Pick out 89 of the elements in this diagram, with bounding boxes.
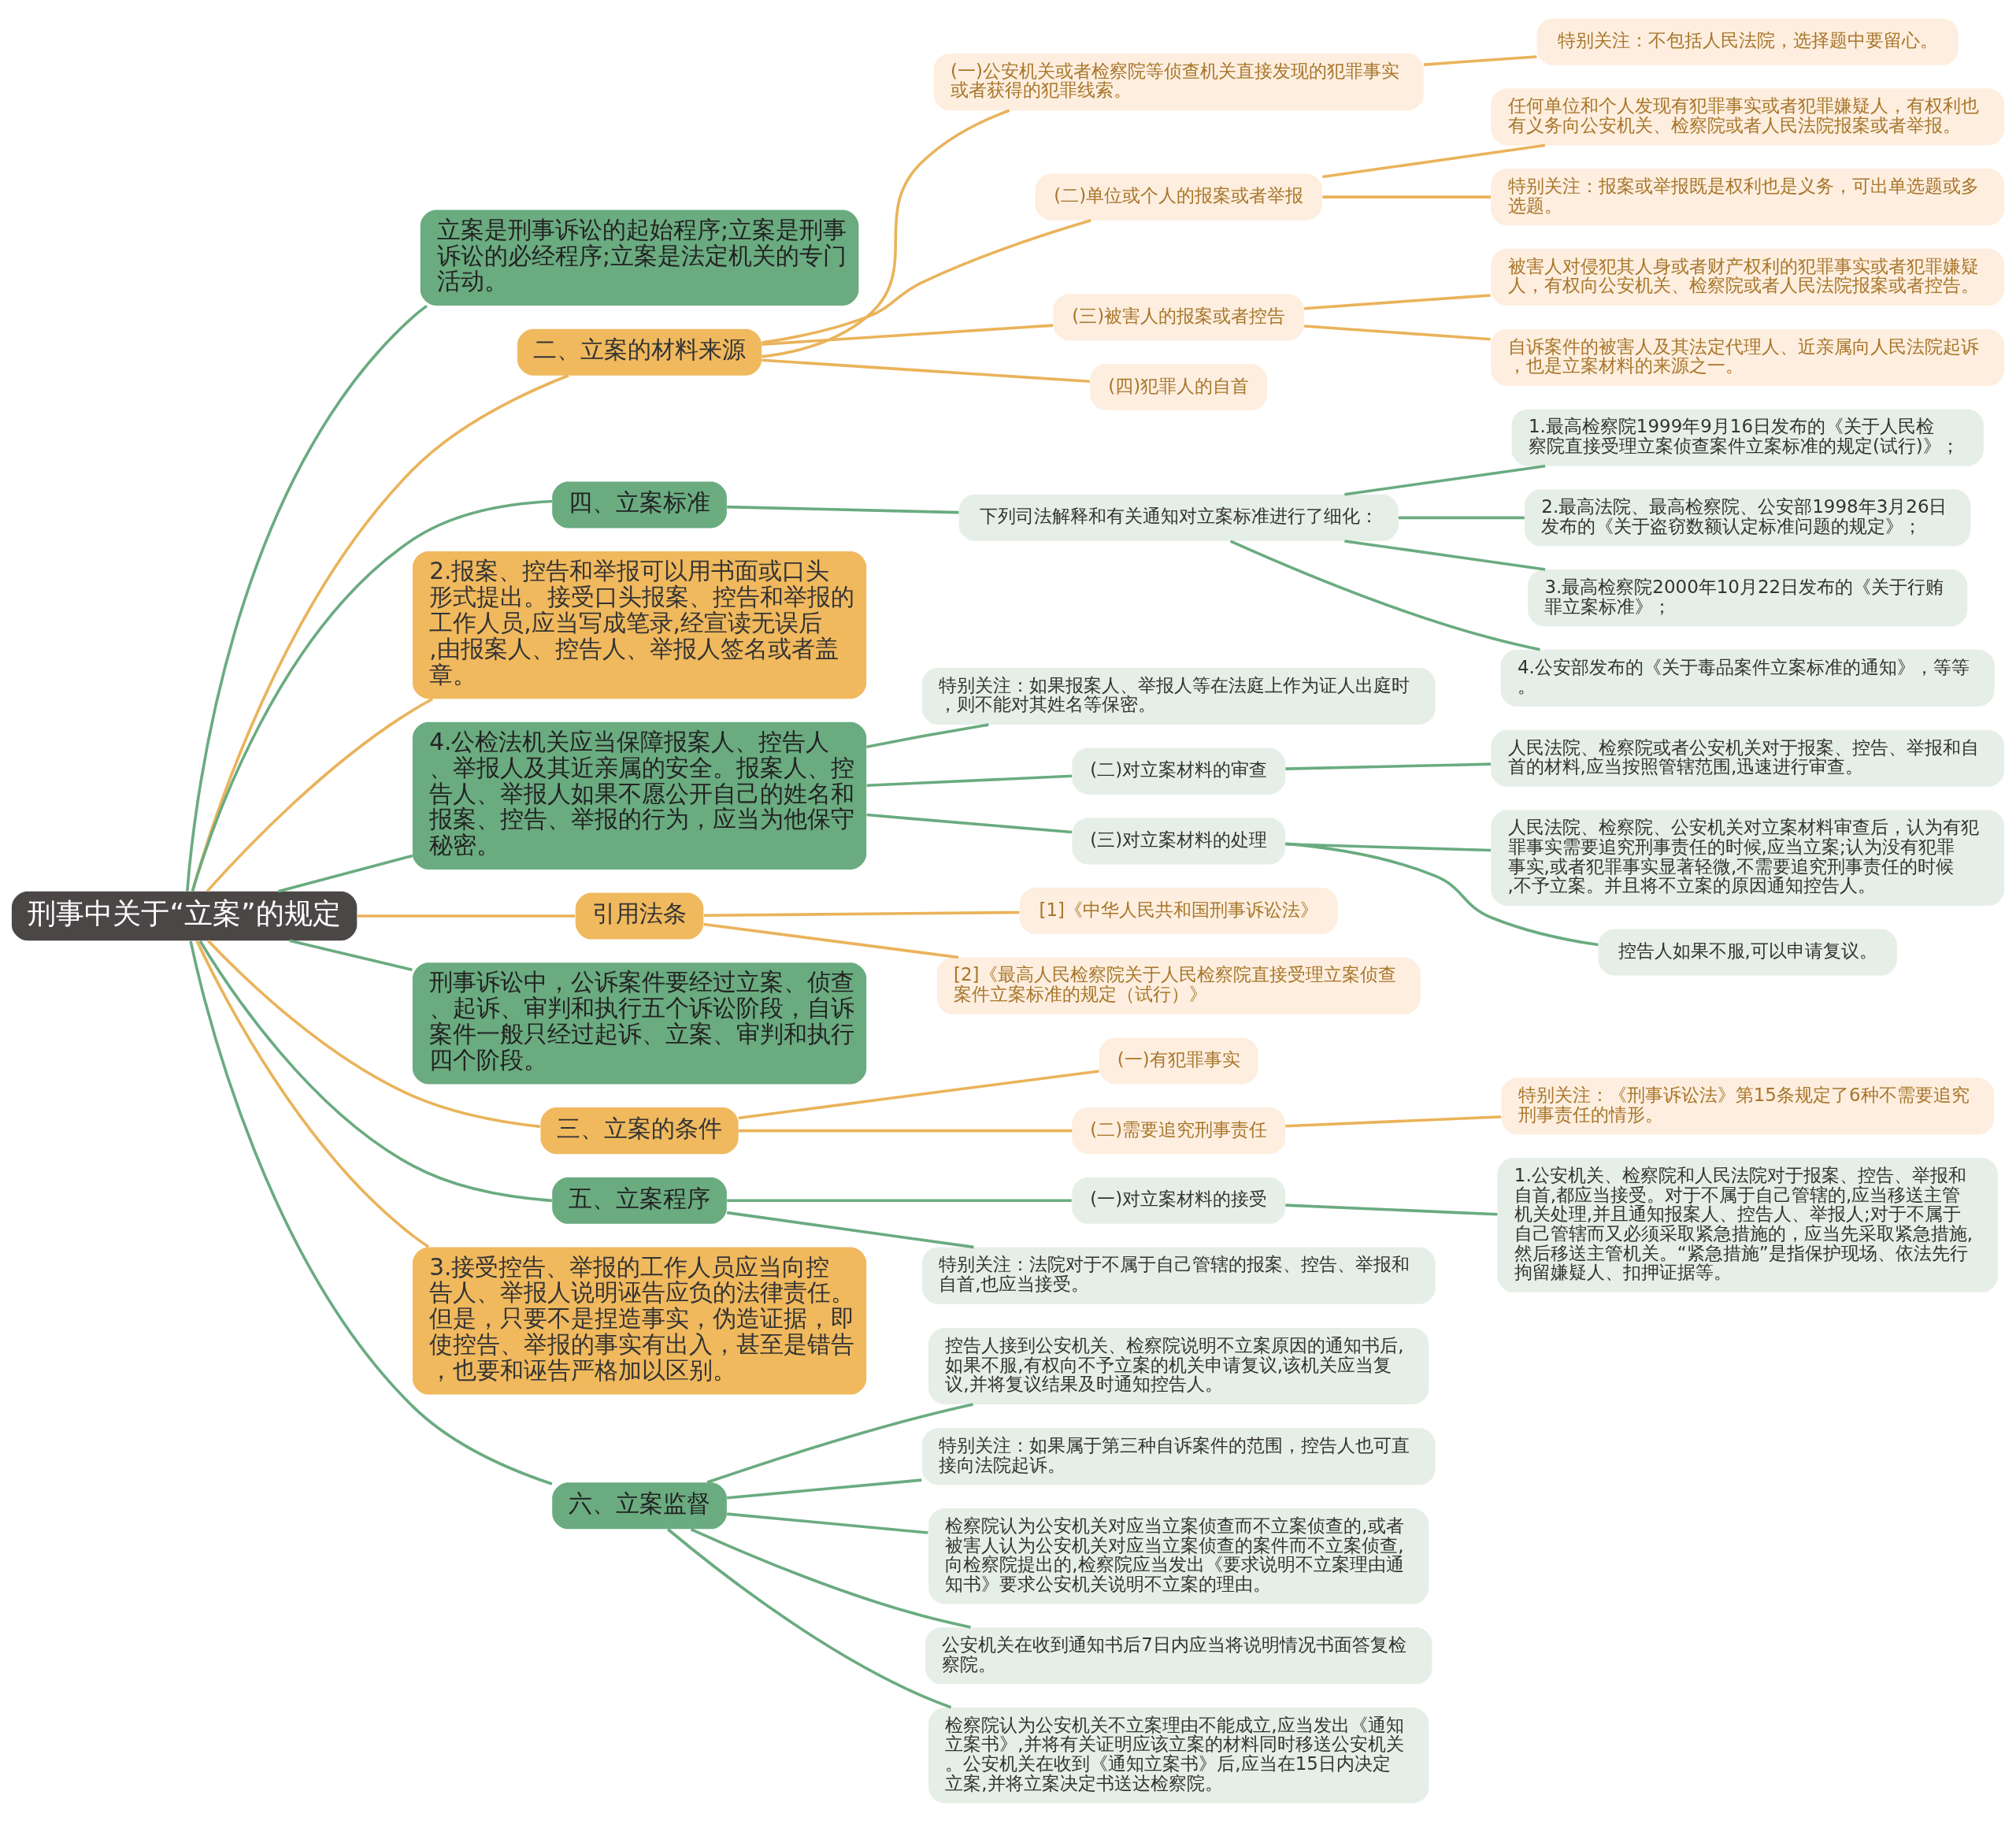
node-box: 人民法院、检察院、公安机关对立案材料审查后，认为有犯罪事实需要追究刑事责任的时候,应当立案;认为没有犯罪事实,或者犯罪事实显著轻微,不需要追究刑事责任的时候,不予立案。并且将不立案的原因通知控告人。 bbox=[1491, 809, 2005, 906]
node-box: [2]《最高人民检察院关于人民检察院直接受理立案侦查案件立案标准的规定（试行）》 bbox=[936, 957, 1421, 1014]
node-box: 4.公检法机关应当保障报案人、控告人、举报人及其近亲属的安全。报案人、控告人、举报人如果不愿公开自己的姓名和报案、控告、举报的行为，应当为他保守秘密。 bbox=[412, 721, 867, 870]
node-box: 检察院认为公安机关不立案理由不能成立,应当发出《通知立案书》,并将有关证明应该立案的材料同时移送公安机关。公安机关在收到《通知立案书》后,应当在15日内决定立案,并将立案决定书送达检察院。 bbox=[928, 1707, 1429, 1803]
node-box: 3.接受控告、举报的工作人员应当向控告人、举报人说明诬告应负的法律责任。但是，只要不是捏造事实，伪造证据，即使控告、举报的事实有出入，甚至是错告，也要和诬告严格加以区别。 bbox=[412, 1246, 867, 1395]
node-box: 1.最高检察院1999年9月16日发布的《关于人民检察院直接受理立案侦查案件立案标准的规定(试行)》； bbox=[1511, 408, 1984, 466]
node-box: 公安机关在收到通知书后7日内应当将说明情况书面答复检察院。 bbox=[925, 1626, 1432, 1684]
node-box: 自诉案件的被害人及其法定代理人、近亲属向人民法院起诉，也是立案材料的来源之一。 bbox=[1491, 328, 2005, 386]
node-box: 2.最高法院、最高检察院、公安部1998年3月26日发布的《关于盗窃数额认定标准问题的规定》； bbox=[1524, 488, 1971, 546]
node-box: 控告人如果不服,可以申请复议。 bbox=[1598, 929, 1897, 976]
node-box: 三、立案的条件 bbox=[540, 1107, 739, 1154]
connector bbox=[1398, 516, 1525, 519]
node-box: [1]《中华人民共和国刑事诉讼法》 bbox=[1019, 887, 1338, 934]
node-box: 任何单位和个人发现有犯罪事实或者犯罪嫌疑人，有权利也有义务向公安机关、检察院或者人民法院报案或者举报。 bbox=[1491, 87, 2005, 145]
node-box: 立案是刑事诉讼的起始程序;立案是刑事诉讼的必经程序;立案是法定机关的专门活动。 bbox=[420, 210, 859, 306]
connector bbox=[198, 940, 552, 1202]
connector bbox=[1285, 841, 1599, 946]
connector bbox=[703, 922, 959, 959]
connector bbox=[762, 358, 1090, 383]
connector bbox=[690, 1527, 971, 1629]
node-box: 五、立案程序 bbox=[552, 1177, 727, 1224]
node-box: 控告人接到公安机关、检察院说明不立案原因的通知书后,如果不服,有权向不予立案的机关申请复议,该机关应当复议,并将复议结果及时通知控告人。 bbox=[928, 1327, 1429, 1404]
node-box: (二)对立案材料的审查 bbox=[1072, 747, 1286, 795]
connector bbox=[191, 499, 553, 892]
connector bbox=[1285, 1114, 1501, 1128]
node-box: 特别关注：如果报案人、举报人等在法庭上作为证人出庭时，则不能对其姓名等保密。 bbox=[921, 667, 1436, 725]
connector bbox=[866, 774, 1073, 787]
node-box: 刑事诉讼中，公诉案件要经过立案、侦查、起诉、审判和执行五个诉讼阶段，自诉案件一般只经过起诉、立案、审判和执行四个阶段。 bbox=[412, 962, 867, 1084]
connector bbox=[762, 323, 1054, 346]
connector bbox=[191, 373, 569, 892]
node-box: 二、立案的材料来源 bbox=[517, 328, 762, 376]
connector bbox=[866, 813, 1073, 833]
connector bbox=[738, 1129, 1073, 1132]
node-box: (四)犯罪人的自首 bbox=[1090, 363, 1268, 410]
node-box: 引用法条 bbox=[575, 892, 704, 940]
connector bbox=[1229, 539, 1540, 651]
connector bbox=[706, 1402, 974, 1484]
connector bbox=[1304, 324, 1491, 341]
connector bbox=[1285, 762, 1492, 770]
connector bbox=[703, 910, 1020, 917]
node-box: 刑事中关于“立案”的规定 bbox=[11, 891, 358, 940]
node-box: (一)有犯罪事实 bbox=[1099, 1037, 1258, 1084]
node-box: (三)被害人的报案或者控告 bbox=[1053, 293, 1304, 340]
connector bbox=[762, 218, 1091, 344]
node-box: 特别关注：《刑事诉讼法》第15条规定了6种不需要追究刑事责任的情形。 bbox=[1501, 1077, 1994, 1135]
connector bbox=[727, 1511, 928, 1534]
node-box: 六、立案监督 bbox=[552, 1482, 727, 1529]
connector bbox=[1344, 464, 1546, 496]
node-box: 4.公安部发布的《关于毒品案件立案标准的通知》，等等。 bbox=[1500, 649, 1995, 707]
node-box: 特别关注：如果属于第三种自诉案件的范围，控告人也可直接向法院起诉。 bbox=[921, 1427, 1436, 1485]
connector bbox=[189, 940, 553, 1485]
node-box: 下列司法解释和有关通知对立案标准进行了细化： bbox=[958, 494, 1399, 541]
node-box: 3.最高检察院2000年10月22日发布的《关于行贿罪立案标准》； bbox=[1528, 569, 1968, 626]
node-box: 2.报案、控告和举报可以用书面或口头形式提出。接受口头报案、控告和举报的工作人员,应当写成笔录,经宣读无误后,由报案人、控告人、举报人签名或者盖章。 bbox=[412, 551, 867, 699]
connector bbox=[727, 505, 959, 514]
connector bbox=[186, 304, 428, 892]
connector bbox=[206, 697, 433, 892]
connector bbox=[195, 940, 430, 1248]
node-box: 特别关注：报案或举报既是权利也是义务，可出单选题或多选题。 bbox=[1491, 168, 2005, 225]
node-box: (一)公安机关或者检察院等侦查机关直接发现的犯罪事实或者获得的犯罪线索。 bbox=[933, 53, 1424, 110]
node-box: (三)对立案材料的处理 bbox=[1072, 817, 1286, 864]
node-box: 特别关注：法院对于不属于自己管辖的报案、控告、举报和自首,也应当接受。 bbox=[921, 1246, 1436, 1304]
node-box: 1.公安机关、检察院和人民法院对于报案、控告、举报和自首,都应当接受。对于不属于自己管辖的,应当移送主管机关处理,并且通知报案人、控告人、举报人;对于不属于自己管辖而又必须采取紧急措施的，应当先采取紧急措施,然后移送主管机关。“紧急措施”是指保护现场、依法先行拘留嫌疑人、扣押证据等。 bbox=[1497, 1157, 1998, 1293]
connector bbox=[1304, 293, 1491, 310]
node-box: (二)单位或个人的报案或者举报 bbox=[1035, 173, 1322, 221]
node-box: 人民法院、检察院或者公安机关对于报案、控告、举报和自首的材料,应当按照管辖范围,迅速进行审查。 bbox=[1491, 729, 2005, 787]
connector bbox=[727, 1199, 1072, 1202]
connector bbox=[727, 1478, 922, 1500]
connector bbox=[1322, 195, 1491, 198]
connector bbox=[762, 109, 1010, 358]
connector bbox=[289, 939, 413, 971]
node-box: 检察院认为公安机关对应当立案侦查而不立案侦查的,或者被害人认为公安机关对应当立案侦查的案件而不立案侦查,向检察院提出的,检察院应当发出《要求说明不立案理由通知书》要求公安机关说明不立案的理由。 bbox=[928, 1508, 1429, 1604]
connector bbox=[1344, 539, 1546, 571]
connector bbox=[277, 854, 413, 893]
node-box: (二)需要追究刑事责任 bbox=[1072, 1107, 1286, 1154]
node-box: 特别关注：不包括人民法院，选择题中要留心。 bbox=[1536, 18, 1959, 65]
connector bbox=[1285, 842, 1492, 851]
connector bbox=[1285, 1203, 1498, 1216]
connector bbox=[1322, 143, 1546, 178]
connector bbox=[357, 914, 576, 918]
connector bbox=[1423, 54, 1537, 66]
connector bbox=[666, 1527, 952, 1708]
node-box: 被害人对侵犯其人身或者财产权利的犯罪事实或者犯罪嫌疑人，有权向公安机关、检察院或者人民法院报案或者控告。 bbox=[1491, 248, 2005, 306]
connector bbox=[726, 1211, 974, 1248]
connector bbox=[738, 1069, 1099, 1119]
node-box: 四、立案标准 bbox=[552, 480, 727, 528]
connector bbox=[206, 939, 541, 1128]
node-box: (一)对立案材料的接受 bbox=[1072, 1177, 1286, 1224]
connector bbox=[866, 722, 989, 748]
